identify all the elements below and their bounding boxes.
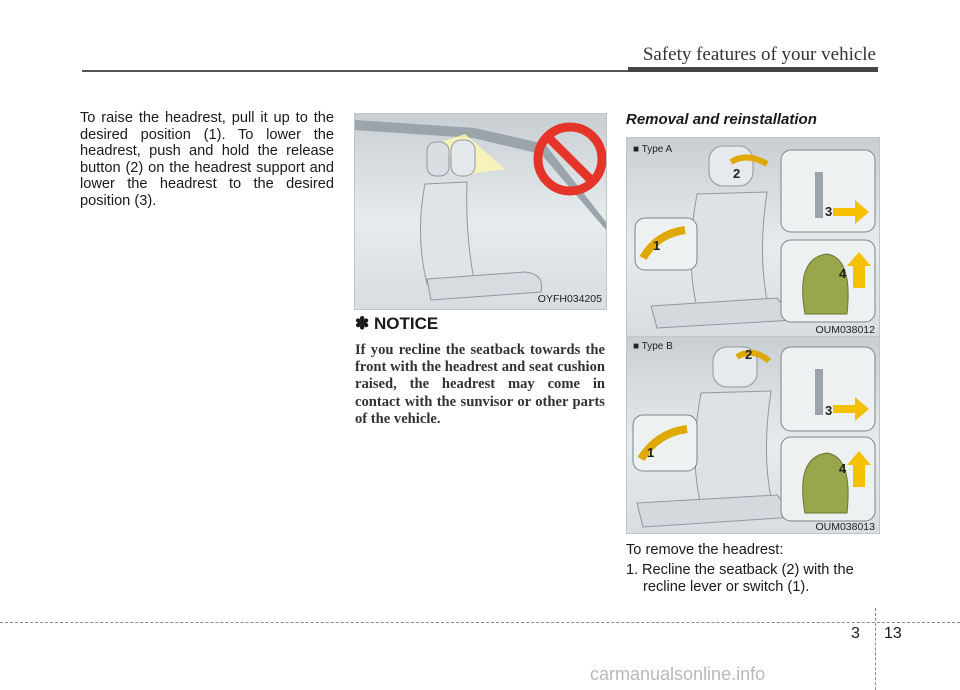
lift-arrow-icon	[847, 252, 871, 288]
seatback	[690, 191, 770, 311]
footer-divider	[875, 608, 876, 690]
headrest-post	[815, 369, 823, 415]
callout-1: 1	[653, 238, 661, 253]
seat-cushion	[426, 271, 543, 301]
button-inset	[780, 346, 876, 432]
headrest	[450, 139, 476, 177]
seat-cushion	[650, 297, 797, 329]
chapter-number: 3	[851, 625, 860, 642]
callout-4: 4	[839, 266, 847, 281]
callout-3: 3	[825, 403, 833, 418]
prohibition-sign-icon	[533, 122, 606, 196]
type-a-label: ■ Type A	[633, 144, 673, 155]
seatback	[419, 181, 476, 287]
seatback	[694, 390, 774, 508]
step-1: 1.Recline the seatback (2) with the recl…	[626, 562, 878, 596]
callout-1: 1	[647, 445, 655, 460]
headrest-post	[815, 172, 823, 218]
lever-inset	[634, 217, 698, 271]
body-paragraph: To raise the headrest, pull it up to the…	[80, 110, 334, 209]
push-arrow-icon	[833, 200, 869, 224]
figure-code: OYFH034205	[537, 293, 602, 305]
button-inset	[780, 149, 876, 233]
section-header-title: Safety features of your vehicle	[642, 44, 876, 65]
lift-arrow-icon	[847, 451, 871, 487]
switch-arrow-icon	[637, 425, 688, 462]
step-number: 1.	[626, 562, 639, 578]
roof-line	[355, 120, 606, 230]
type-b-label: ■ Type B	[633, 341, 673, 352]
header-accent-bar	[628, 67, 878, 72]
recline-arrow-icon	[729, 154, 769, 167]
figure-headrest-contact: OYFH034205	[354, 113, 607, 310]
green-headrest	[802, 452, 849, 514]
callout-2: 2	[733, 166, 741, 181]
headrest	[708, 145, 754, 187]
step-text-a: Recline the seatback (2) with the	[642, 562, 854, 578]
figure-code: OUM038012	[815, 324, 875, 336]
callout-4: 4	[839, 461, 847, 476]
switch-inset	[632, 414, 698, 472]
push-arrow-icon	[833, 397, 869, 421]
green-headrest	[802, 253, 849, 315]
notice-text: If you recline the seatback towards the …	[355, 342, 605, 427]
notice-title: ✽ NOTICE	[355, 314, 439, 333]
callout-2: 2	[745, 347, 753, 362]
watermark: carmanualsonline.info	[590, 664, 766, 684]
recline-arrow-icon	[735, 349, 771, 364]
figure-type-a: ■ Type A 1 2 3 4 OUM038012	[626, 137, 880, 337]
page-number: 13	[884, 625, 902, 642]
footer-rule	[0, 622, 960, 623]
rear-headrest	[426, 141, 450, 177]
headrest	[712, 346, 758, 388]
remove-lead-text: To remove the headrest:	[626, 542, 784, 558]
figure-type-b: ■ Type B 1 2 3 4 OUM038013	[626, 336, 880, 534]
header-rule	[82, 70, 878, 72]
seat-cushion	[636, 494, 797, 528]
callout-3: 3	[825, 204, 833, 219]
removal-title: Removal and reinstallation	[626, 111, 817, 128]
lever-arrow-icon	[639, 226, 686, 261]
step-text-b: recline lever or switch (1).	[643, 579, 810, 595]
figure-code: OUM038013	[815, 521, 875, 533]
